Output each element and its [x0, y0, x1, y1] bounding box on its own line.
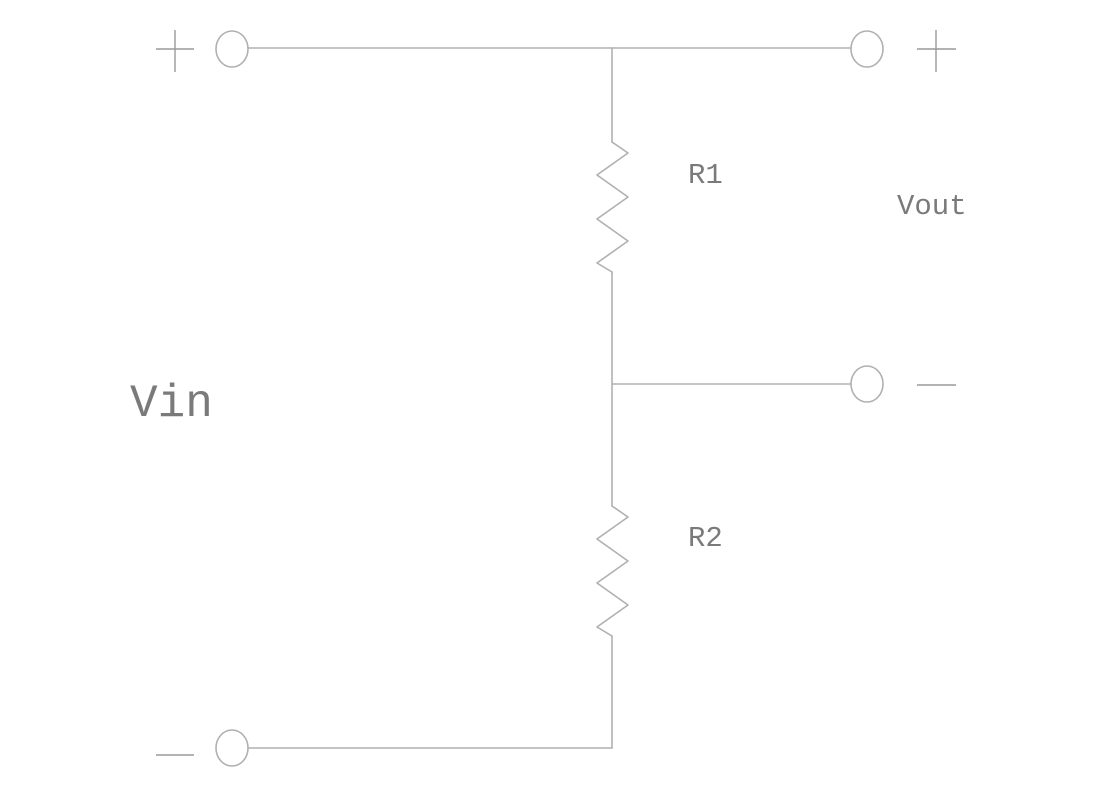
output-voltage-label: Vout	[897, 190, 967, 223]
input-voltage-label: Vin	[130, 378, 213, 430]
output-negative-terminal[interactable]	[850, 365, 884, 403]
input-negative-terminal[interactable]	[215, 729, 249, 767]
input-positive-terminal[interactable]	[215, 30, 249, 68]
output-positive-terminal[interactable]	[850, 30, 884, 68]
output-positive-sign	[917, 30, 956, 72]
input-positive-sign	[156, 30, 194, 72]
resistor-r2-symbol	[596, 505, 629, 637]
resistor-r2-label: R2	[688, 522, 723, 555]
resistor-r1-symbol	[596, 141, 629, 273]
resistor-r1-label: R1	[688, 159, 723, 192]
